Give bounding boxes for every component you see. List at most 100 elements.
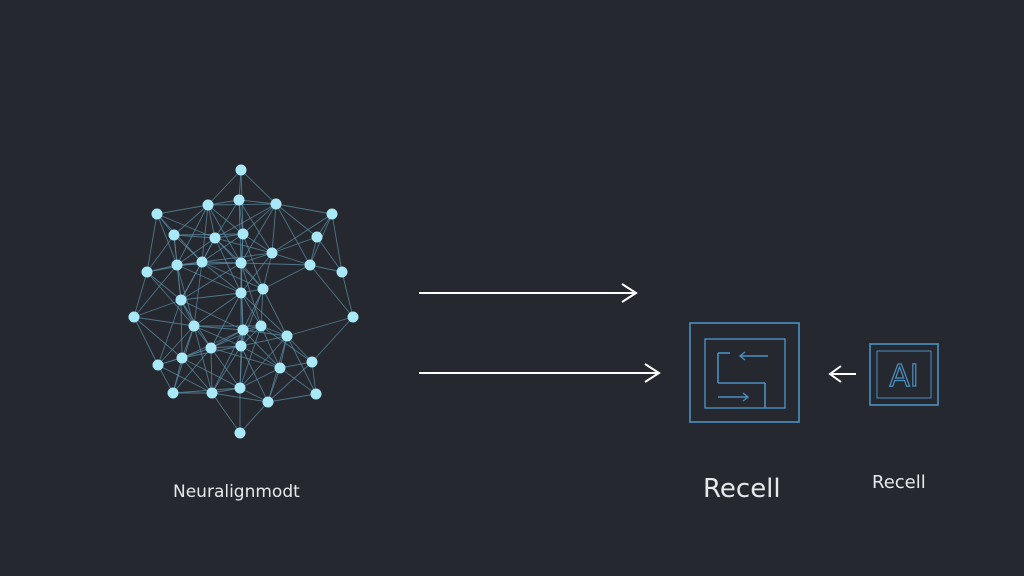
network-edge [240, 262, 262, 327]
network-node [326, 208, 338, 220]
network-edge [275, 203, 333, 215]
network-edge [181, 357, 213, 394]
network-node [188, 320, 200, 332]
network-edge [201, 252, 273, 263]
network-edge [239, 367, 281, 389]
network-edge [207, 204, 244, 235]
network-edge [316, 236, 343, 273]
network-node [304, 259, 316, 271]
network-node [274, 362, 286, 374]
network-edge [240, 345, 269, 403]
network-edge [239, 335, 288, 389]
network-label: Neuralignmodt [173, 482, 300, 502]
network-edge [240, 292, 288, 337]
network-edge [239, 325, 262, 389]
network-edge [214, 237, 273, 254]
network-node [151, 208, 163, 220]
network-edge [242, 203, 277, 235]
network-edge [260, 325, 281, 369]
network-edge [240, 345, 281, 369]
network-edge [172, 357, 183, 394]
network-edge [157, 364, 213, 394]
network-edge [172, 347, 212, 394]
network-edge [210, 347, 213, 394]
network-edge [157, 299, 182, 366]
network-edge [193, 261, 203, 327]
network-edge [201, 233, 244, 263]
network-edge [193, 325, 213, 394]
network-edge [207, 204, 216, 239]
network-node [202, 199, 214, 211]
maze-icon [689, 322, 800, 423]
network-edge [286, 316, 354, 337]
network-nodes [128, 164, 359, 439]
network-node [176, 352, 188, 364]
network-edge [133, 316, 195, 327]
network-edge [180, 299, 183, 359]
network-edge [286, 335, 313, 363]
network-edge [242, 288, 264, 331]
neural-network-icon [128, 164, 359, 439]
network-edge [275, 203, 318, 238]
network-edge [133, 299, 182, 318]
network-edge [210, 347, 241, 389]
network-edge [214, 203, 277, 239]
network-node [141, 266, 153, 278]
ai-chip-icon: AI [869, 343, 939, 406]
network-edge [156, 204, 209, 215]
network-edge [180, 299, 244, 331]
upper-arrow [419, 283, 638, 303]
network-node [233, 194, 245, 206]
network-edge [341, 271, 354, 318]
network-edge [156, 213, 178, 266]
recell-main-label: Recell [703, 474, 781, 504]
network-edge [267, 367, 281, 403]
network-node [209, 232, 221, 244]
network-edge [242, 233, 273, 254]
network-edge [242, 329, 281, 369]
network-edge [271, 213, 333, 254]
network-node [255, 320, 267, 332]
network-node [237, 324, 249, 336]
network-edge [239, 345, 242, 389]
network-edge [210, 325, 262, 349]
network-node [234, 427, 246, 439]
network-node [235, 287, 247, 299]
network-edge [240, 262, 264, 290]
network-edge [173, 234, 203, 263]
network-edge [201, 204, 209, 263]
network-edge [238, 199, 273, 254]
network-node [311, 231, 323, 243]
network-node [152, 359, 164, 371]
network-edge [262, 252, 273, 290]
network-node [306, 356, 318, 368]
network-edge [240, 262, 311, 266]
network-edge [260, 288, 264, 327]
network-node [310, 388, 322, 400]
network-edge [201, 261, 264, 290]
network-edge [201, 261, 242, 294]
network-edge [260, 325, 313, 363]
network-edge [207, 169, 242, 206]
network-edge [176, 262, 242, 266]
network-edge [180, 261, 203, 301]
network-node [234, 382, 246, 394]
network-edge [133, 264, 178, 318]
left-arrow [828, 365, 856, 383]
network-node [196, 256, 208, 268]
network-node [168, 229, 180, 241]
network-edge [146, 271, 182, 301]
network-edge [238, 199, 244, 235]
network-edge [211, 329, 244, 394]
network-edge [193, 325, 242, 347]
network-node [262, 396, 274, 408]
network-edge [311, 316, 354, 363]
network-edge [211, 345, 242, 394]
network-node [270, 198, 282, 210]
network-edge [173, 233, 244, 236]
network-edge [271, 236, 318, 254]
network-edge [146, 234, 175, 273]
recell-small-label: Recell [872, 472, 926, 493]
network-edges [133, 169, 354, 434]
